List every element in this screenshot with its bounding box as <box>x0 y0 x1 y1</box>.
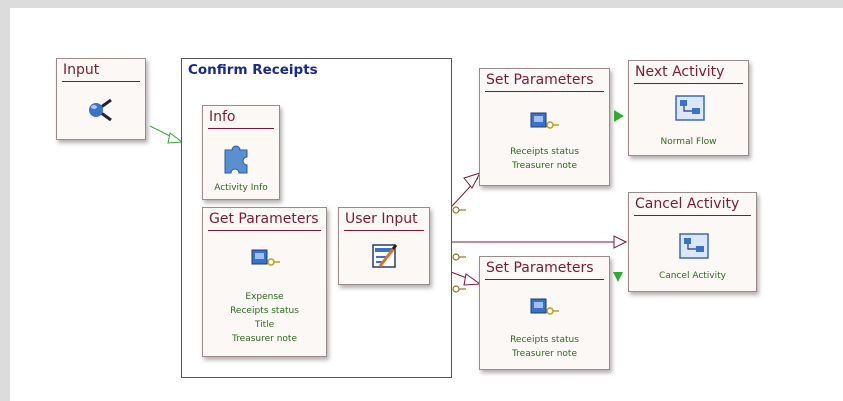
parameter-item: Treasurer note <box>512 161 577 171</box>
node-user-input[interactable]: User Input <box>338 207 430 285</box>
title-divider <box>634 215 751 216</box>
connector-arrowhead <box>463 273 482 286</box>
title-divider <box>208 128 274 129</box>
parameter-item: Receipts status <box>230 306 299 316</box>
title-divider <box>208 230 321 231</box>
node-title: Get Parameters <box>209 211 319 227</box>
flow-icon <box>679 233 709 259</box>
parameter-item: Treasurer note <box>512 349 577 359</box>
parameter-item: Receipts status <box>510 335 579 345</box>
fork-icon <box>89 98 112 122</box>
node-title: Input <box>63 62 100 78</box>
data-mapping-icon <box>530 112 559 129</box>
node-next-activity[interactable]: Next Activity Normal Flow <box>628 60 749 156</box>
node-title: Info <box>209 109 236 125</box>
connector-arrowhead <box>613 272 623 282</box>
parameter-list: Expense Receipts status Title Treasurer … <box>203 290 326 346</box>
node-cancel-activity[interactable]: Cancel Activity Cancel Activity <box>628 192 757 292</box>
parameter-item: Expense <box>245 292 284 302</box>
parameter-list: Receipts status Treasurer note <box>480 333 609 361</box>
node-info[interactable]: Info Activity Info <box>202 105 280 200</box>
node-title: Next Activity <box>635 64 725 80</box>
node-caption: Normal Flow <box>660 137 717 147</box>
data-mapping-icon <box>530 298 559 315</box>
connector-arrowhead <box>613 235 628 249</box>
node-caption: Cancel Activity <box>658 271 726 281</box>
node-set-parameters-bottom[interactable]: Set Parameters Receipts status Treasurer… <box>479 256 610 370</box>
node-title: Cancel Activity <box>635 196 740 212</box>
title-divider <box>485 279 604 280</box>
connector-arrowhead <box>614 110 624 122</box>
group-title: Confirm Receipts <box>188 62 318 78</box>
connector-arrowhead <box>463 172 482 189</box>
node-caption: Activity Info <box>214 183 268 193</box>
form-edit-icon <box>372 244 398 268</box>
connector-arrowhead <box>167 132 184 144</box>
diagram-canvas: Input Confirm Receipts Info Activity Inf… <box>10 8 843 401</box>
node-set-parameters-top[interactable]: Set Parameters Receipts status Treasurer… <box>479 68 610 186</box>
parameter-item: Title <box>254 320 275 330</box>
title-divider <box>344 230 424 231</box>
node-input[interactable]: Input <box>56 58 146 140</box>
title-divider <box>634 83 743 84</box>
parameter-list: Receipts status Treasurer note <box>480 145 609 173</box>
puzzle-icon <box>224 145 248 174</box>
parameter-item: Receipts status <box>510 147 579 157</box>
data-mapping-icon <box>251 249 280 266</box>
node-title: Set Parameters <box>486 260 594 276</box>
parameter-item: Treasurer note <box>232 334 297 344</box>
node-title: User Input <box>345 211 418 227</box>
node-get-parameters[interactable]: Get Parameters Expense Receipts status T… <box>202 207 327 357</box>
title-divider <box>62 81 140 82</box>
node-title: Set Parameters <box>486 72 594 88</box>
flow-icon <box>675 95 705 121</box>
title-divider <box>485 91 604 92</box>
